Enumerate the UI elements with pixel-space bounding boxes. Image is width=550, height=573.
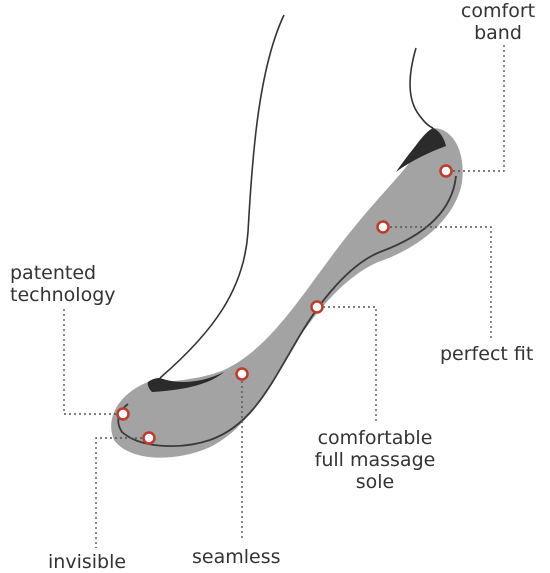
- label-patented-line1: patented: [10, 262, 97, 284]
- label-comfort-band-line2: band: [474, 22, 522, 44]
- leader-perfect-fit: [390, 226, 492, 338]
- leader-massage-sole: [323, 306, 377, 422]
- label-seamless-text: seamless: [192, 546, 281, 568]
- label-comfort-band-line1: comfort: [460, 0, 536, 22]
- leader-invisible: [95, 437, 142, 548]
- leader-patented: [63, 308, 116, 415]
- label-patented-line2: technology: [10, 284, 116, 306]
- label-massage-sole-line3: sole: [355, 471, 395, 493]
- label-patented-technology: patented technology: [10, 262, 116, 306]
- label-massage-sole-line2: full massage: [314, 449, 436, 471]
- label-invisible: invisible: [48, 551, 126, 573]
- label-seamless: seamless: [192, 546, 281, 568]
- leg-back-contour: [409, 47, 434, 129]
- label-massage-sole-line1: comfortable: [317, 427, 433, 449]
- marker-perfect-fit: [376, 220, 390, 234]
- marker-invisible: [142, 431, 156, 445]
- leader-comfort-band: [453, 44, 505, 172]
- leg-front-contour: [159, 14, 285, 379]
- sole-outline: [117, 175, 457, 448]
- marker-massage-sole: [310, 300, 324, 314]
- label-massage-sole: comfortable full massage sole: [300, 427, 450, 493]
- label-perfect-fit: perfect fit: [440, 343, 533, 365]
- comfort-band-dark: [396, 128, 446, 172]
- toe-band-dark: [147, 372, 224, 392]
- marker-seamless: [235, 367, 249, 381]
- label-invisible-text: invisible: [48, 551, 127, 573]
- marker-comfort-band: [439, 164, 453, 178]
- sock-body: [111, 128, 463, 458]
- label-perfect-fit-text: perfect fit: [440, 343, 534, 365]
- label-comfort-band: comfort band: [448, 0, 548, 44]
- marker-patented: [116, 407, 130, 421]
